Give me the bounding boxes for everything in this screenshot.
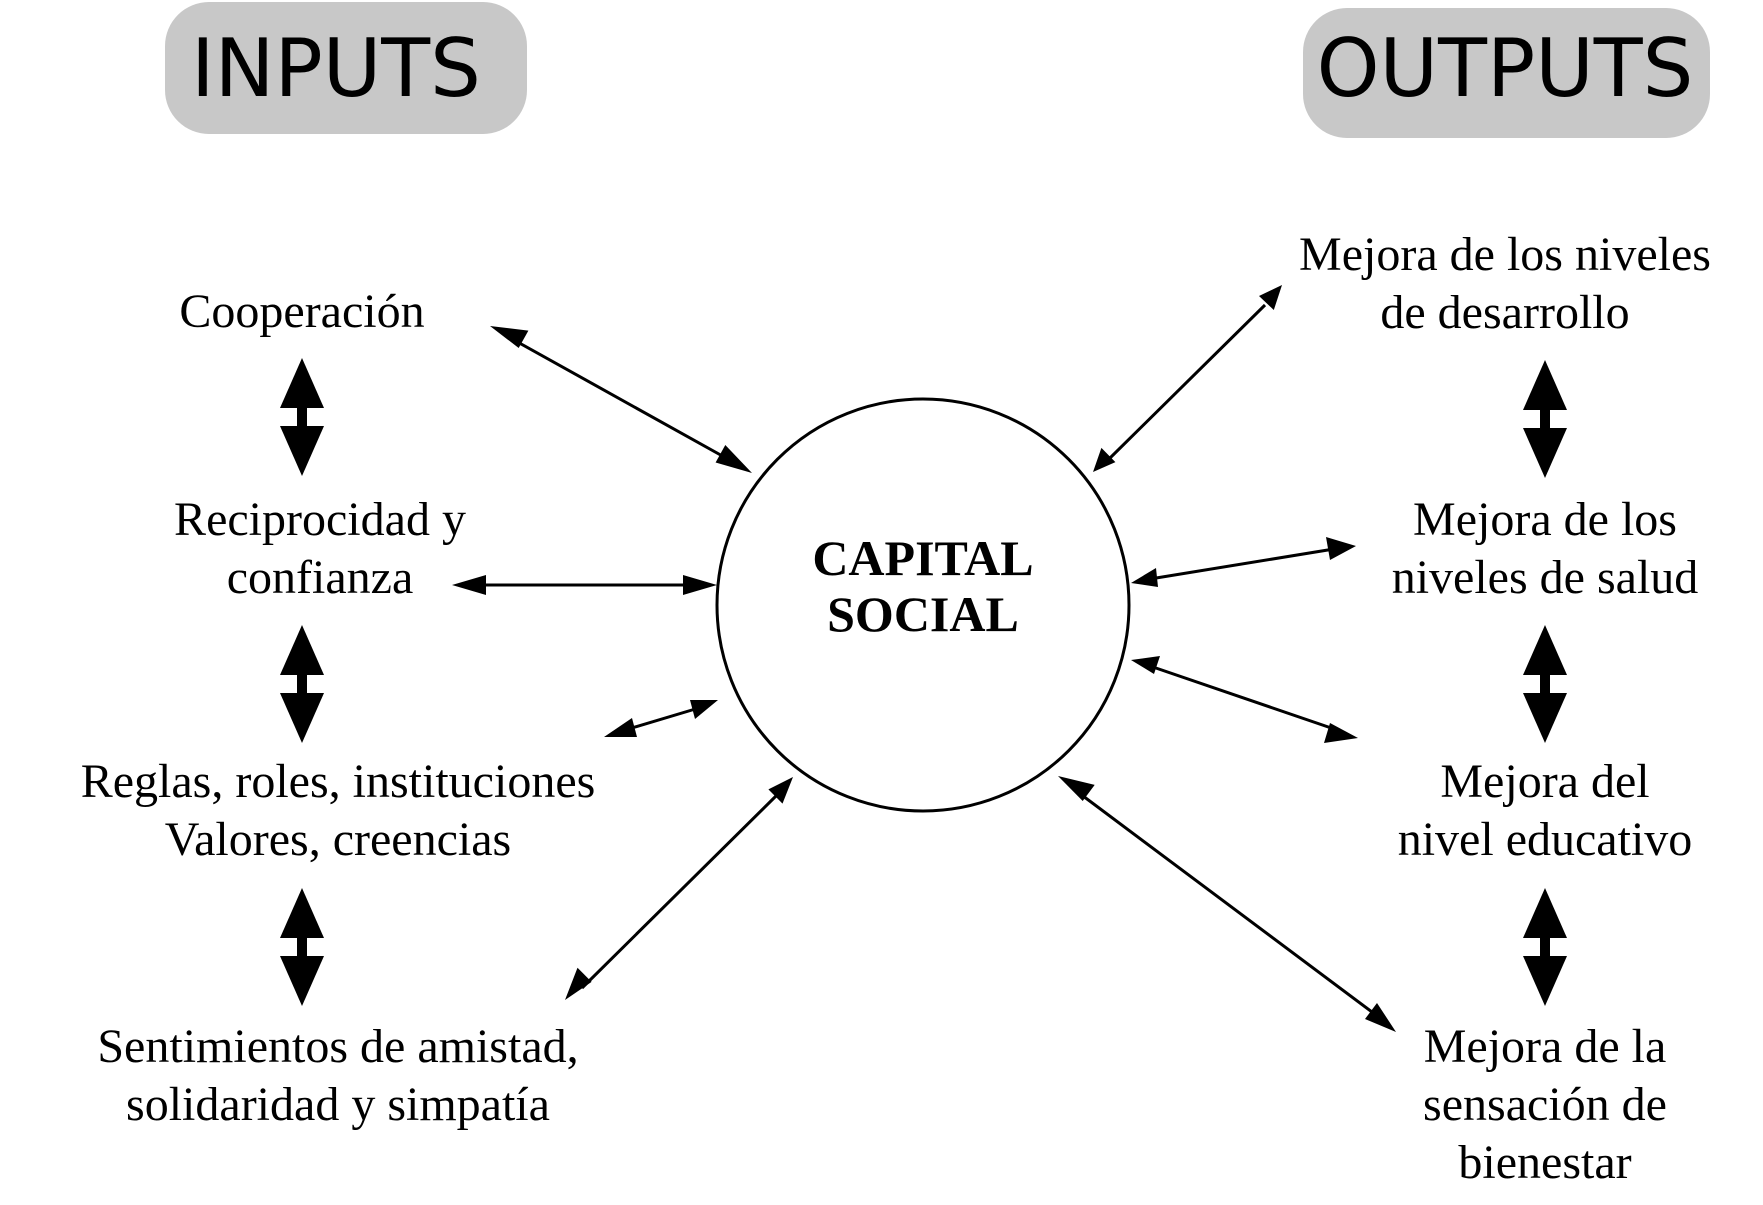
input-sentimientos: Sentimientos de amistad, solidaridad y s… — [97, 1020, 578, 1131]
vertical-arrow-input-2 — [280, 625, 324, 743]
output-salud-line-2: niveles de salud — [1392, 551, 1699, 604]
output-salud-line-1: Mejora de los — [1413, 493, 1677, 546]
input-vertical-arrows — [280, 358, 324, 1006]
arrow-reglas-capital — [604, 700, 718, 737]
outputs-header-label: OUTPUTS — [1317, 22, 1694, 115]
arrow-reciprocidad-capital — [452, 575, 717, 595]
output-bienestar-line-1: Mejora de la — [1424, 1020, 1667, 1073]
input-reciprocidad-line-1: Reciprocidad y — [174, 493, 466, 546]
output-educativo-line-2: nivel educativo — [1398, 813, 1693, 866]
inputs-header: INPUTS — [165, 2, 527, 134]
outputs-header: OUTPUTS — [1303, 8, 1710, 138]
capital-social-node: CAPITAL SOCIAL — [715, 397, 1131, 813]
arrow-capital-bienestar — [1058, 776, 1396, 1032]
input-cooperacion: Cooperación — [179, 285, 424, 338]
output-educativo: Mejora del nivel educativo — [1398, 755, 1693, 866]
arrow-cooperacion-capital — [490, 326, 752, 473]
input-reciprocidad: Reciprocidad y confianza — [174, 493, 466, 604]
input-sentimientos-line-2: solidaridad y simpatía — [126, 1078, 550, 1131]
output-bienestar-line-3: bienestar — [1458, 1136, 1631, 1189]
arrow-capital-salud — [1131, 537, 1356, 587]
output-desarrollo-line-1: Mejora de los niveles — [1299, 228, 1711, 281]
arrow-sentimientos-capital — [565, 777, 793, 1000]
vertical-arrow-input-3 — [280, 888, 324, 1006]
inputs-header-pill — [165, 2, 527, 134]
input-arrows — [452, 326, 793, 1000]
output-vertical-arrows — [1523, 360, 1567, 1006]
outputs-header-pill — [1303, 8, 1710, 138]
vertical-arrow-input-1 — [280, 358, 324, 476]
inputs-header-label: INPUTS — [191, 22, 481, 115]
capital-social-line-2: SOCIAL — [827, 586, 1019, 642]
output-desarrollo-line-2: de desarrollo — [1380, 286, 1629, 339]
output-arrows — [1058, 285, 1396, 1032]
output-bienestar: Mejora de la sensación de bienestar — [1423, 1020, 1667, 1189]
input-reglas-line-1: Reglas, roles, instituciones — [81, 755, 596, 808]
output-bienestar-line-2: sensación de — [1423, 1078, 1667, 1131]
input-reglas: Reglas, roles, instituciones Valores, cr… — [81, 755, 596, 866]
vertical-arrow-output-1 — [1523, 360, 1567, 478]
input-reciprocidad-line-2: confianza — [227, 551, 414, 604]
output-educativo-line-1: Mejora del — [1440, 755, 1649, 808]
arrow-capital-educativo — [1131, 656, 1358, 743]
capital-social-circle — [715, 397, 1131, 813]
vertical-arrow-output-3 — [1523, 888, 1567, 1006]
input-cooperacion-line-1: Cooperación — [179, 285, 424, 338]
vertical-arrow-output-2 — [1523, 625, 1567, 743]
input-reglas-line-2: Valores, creencias — [165, 813, 511, 866]
output-desarrollo: Mejora de los niveles de desarrollo — [1299, 228, 1711, 339]
output-salud: Mejora de los niveles de salud — [1392, 493, 1699, 604]
arrow-capital-desarrollo — [1093, 285, 1282, 472]
capital-social-line-1: CAPITAL — [812, 530, 1033, 586]
input-sentimientos-line-1: Sentimientos de amistad, — [97, 1020, 578, 1073]
